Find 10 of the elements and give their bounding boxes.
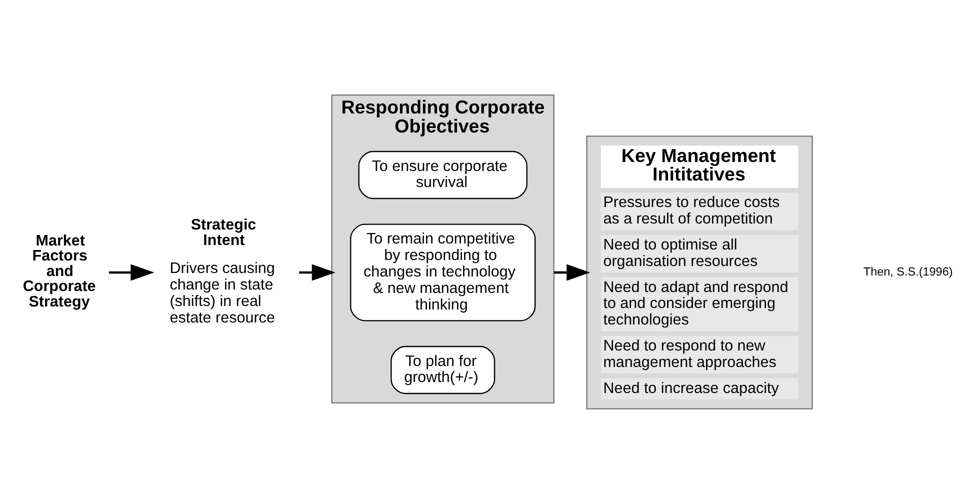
arrow <box>554 264 590 280</box>
label: Then, S.S.(1996) <box>863 264 953 278</box>
node-text: Strategic Intent Drivers causing change in state (shifts) in real estate resource <box>170 216 275 326</box>
node-box: To ensure corporate survival <box>358 150 528 199</box>
node-box: Key Management Inititatives Pressures to reduce costs as a result of competition Need to optimise all organisation resources Need to adapt and respond to and consider emerging technologies Need to respond to new management approaches Need to increase capacity <box>586 135 813 409</box>
arrow <box>299 264 336 280</box>
arrow <box>108 264 154 280</box>
node-box: To remain competitive by responding to changes in technology & new management thinking <box>350 223 536 321</box>
node-box: To plan for growth(+/-) <box>390 345 496 394</box>
node-text: Market Factors and Corporate Strategy <box>22 232 96 310</box>
